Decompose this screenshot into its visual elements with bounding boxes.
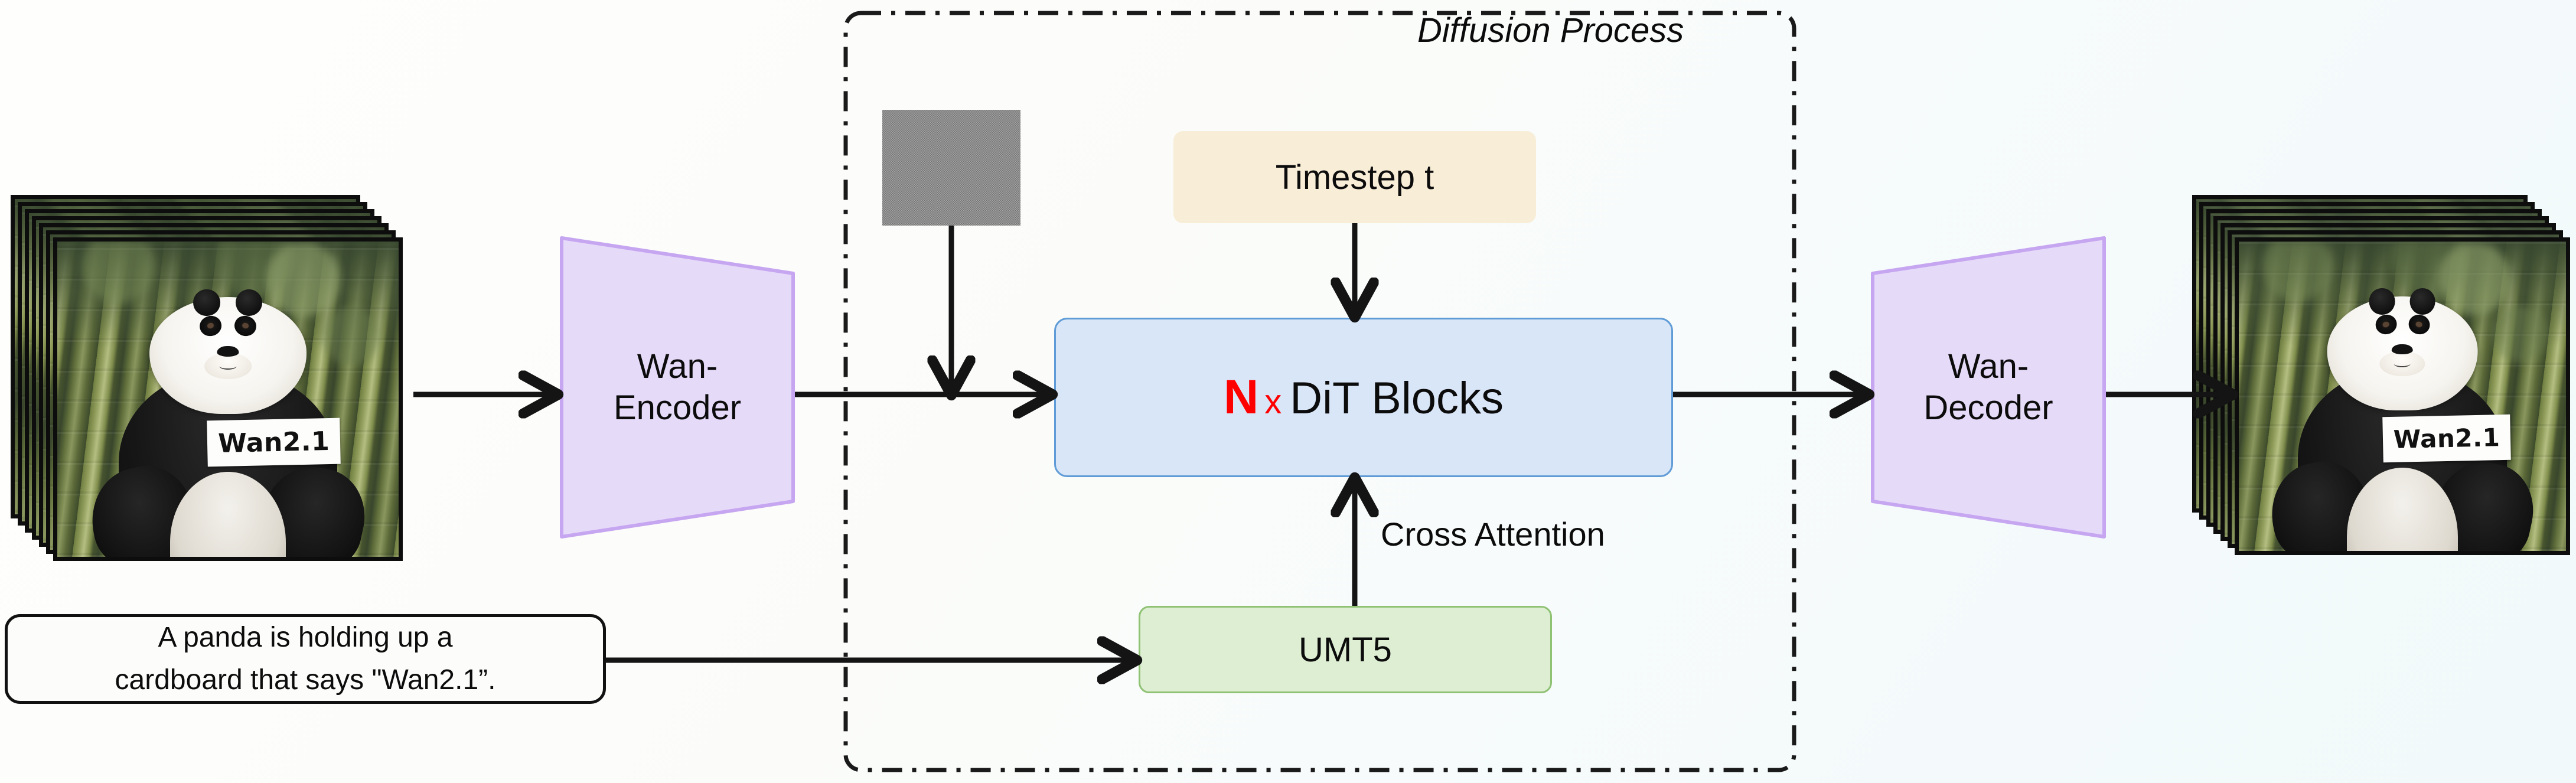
cardboard-sign-text: Wan2.1 <box>218 426 330 459</box>
wan-encoder-block[interactable]: Wan- Encoder <box>560 236 795 539</box>
text-prompt-line1: A panda is holding up a <box>158 622 453 653</box>
text-prompt-box[interactable]: A panda is holding up a cardboard that s… <box>5 614 606 704</box>
cardboard-sign: Wan2.1 <box>2382 414 2511 463</box>
diffusion-process-title: Diffusion Process <box>1417 11 1684 50</box>
gaussian-noise-latent <box>882 110 1020 226</box>
dit-blocks-label: DiT Blocks <box>1290 373 1504 423</box>
umt5-text-encoder-block[interactable]: UMT5 <box>1139 606 1552 693</box>
cardboard-sign: Wan2.1 <box>207 417 341 467</box>
dit-blocks-block[interactable]: N x DiT Blocks <box>1054 318 1673 477</box>
video-frame-front: Wan2.1 <box>53 237 403 561</box>
wan-encoder-shape <box>560 236 795 539</box>
timestep-block[interactable]: Timestep t <box>1173 131 1536 223</box>
input-video-frame-stack: Wan2.1 <box>11 195 424 573</box>
cross-attention-label: Cross Attention <box>1381 516 1605 553</box>
wan-decoder-block[interactable]: Wan- Decoder <box>1871 236 2106 539</box>
video-frame-front: Wan2.1 <box>2235 237 2570 555</box>
umt5-label: UMT5 <box>1299 630 1392 669</box>
panda-subject: Wan2.1 <box>57 289 399 557</box>
dit-multiply-symbol: x <box>1264 383 1282 421</box>
wan-decoder-shape <box>1871 236 2106 539</box>
text-prompt-line2: cardboard that says "Wan2.1”. <box>115 664 496 696</box>
timestep-label: Timestep t <box>1275 158 1434 197</box>
output-video-frame-stack: Wan2.1 <box>2192 195 2570 573</box>
panda-subject: Wan2.1 <box>2239 288 2566 551</box>
cardboard-sign-text: Wan2.1 <box>2393 423 2500 454</box>
dit-repeat-count: N <box>1224 370 1259 424</box>
